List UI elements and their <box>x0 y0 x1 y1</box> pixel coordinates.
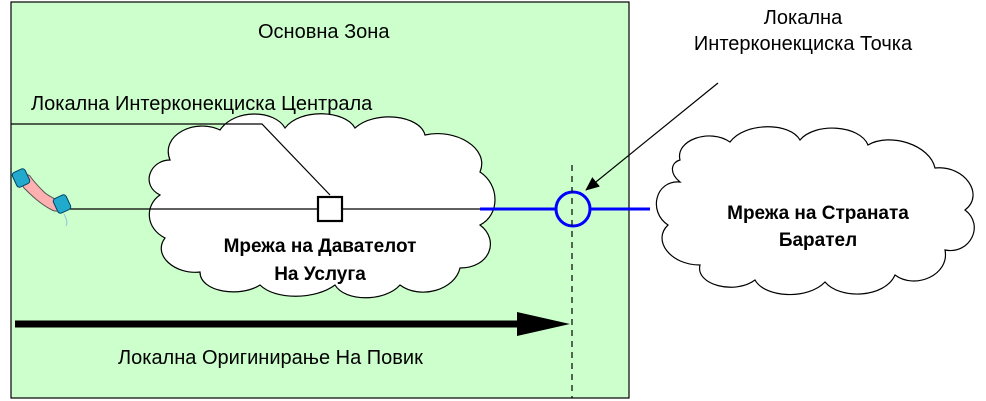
interconnection-point <box>554 190 592 228</box>
poi-pointer-arrow <box>585 82 719 191</box>
foreign-network-cloud <box>655 126 975 296</box>
local-exchange-node <box>316 195 344 223</box>
telephone-handset-icon <box>11 168 72 227</box>
provider-cloud-label-line2: На Услуга <box>274 264 366 285</box>
origination-label: Локална Оригинирање На Повик <box>118 347 423 369</box>
provider-cloud-label-line1: Мрежа на Давателот <box>224 236 417 257</box>
zone-title: Основна Зона <box>258 21 390 43</box>
foreign-cloud-label-line1: Мрежа на Странатa <box>727 203 909 224</box>
poi-label-line2: Интерконекциска Точка <box>694 33 913 55</box>
poi-label-line1: Локална <box>764 7 843 29</box>
foreign-cloud-label-line2: Барател <box>779 230 857 251</box>
origination-arrow-head <box>517 312 570 336</box>
local-exchange-label: Локална Интерконекциска Централа <box>31 93 373 115</box>
exchange-leader-line <box>11 123 331 196</box>
